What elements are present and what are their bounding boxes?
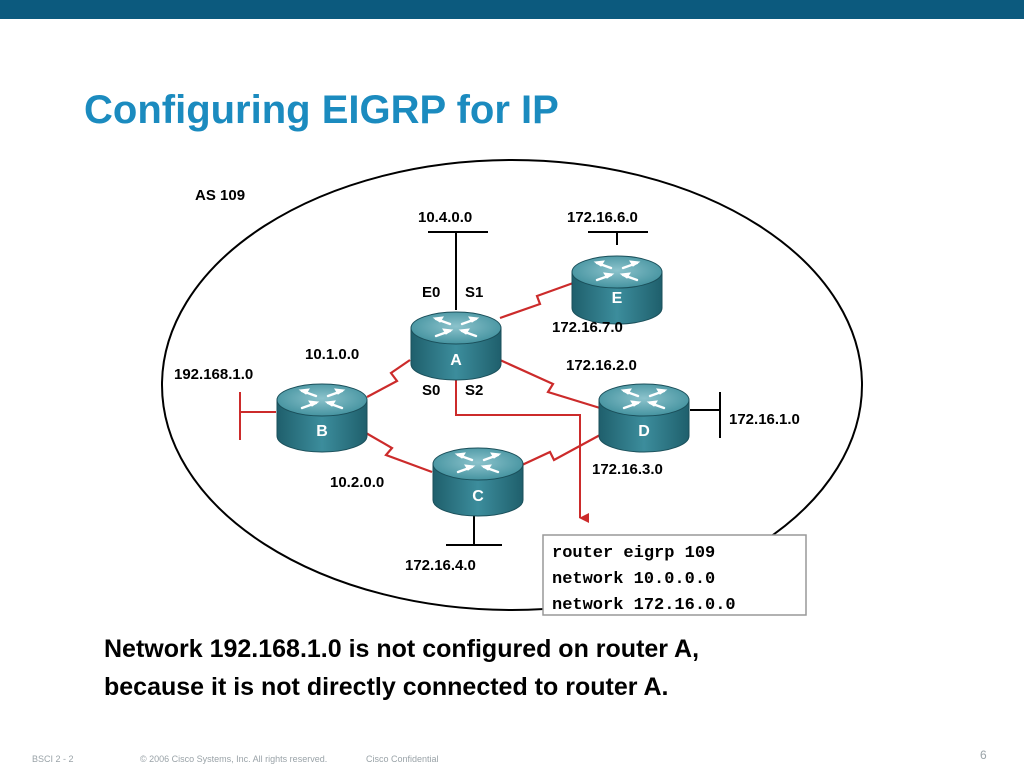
footer-confidential: Cisco Confidential bbox=[366, 754, 439, 764]
as-boundary bbox=[161, 159, 863, 611]
router-e: E bbox=[570, 254, 664, 326]
caption-line-1: Network 192.168.1.0 is not configured on… bbox=[104, 635, 700, 663]
ethernet-172-16-6-segment bbox=[588, 231, 648, 245]
config-line-1: router eigrp 109 bbox=[552, 544, 715, 563]
ethernet-10-4-segment bbox=[428, 231, 488, 310]
as-label: AS 109 bbox=[195, 187, 245, 204]
interface-label-s2: S2 bbox=[465, 382, 483, 399]
network-label-172-16-6-0: 172.16.6.0 bbox=[567, 209, 638, 226]
slide-title: Configuring EIGRP for IP bbox=[84, 88, 559, 132]
footer-course: BSCI 2 - 2 bbox=[32, 754, 74, 764]
footer-copyright: © 2006 Cisco Systems, Inc. All rights re… bbox=[140, 754, 328, 764]
config-line-2: network 10.0.0.0 bbox=[552, 570, 715, 589]
network-label-172-16-7-0: 172.16.7.0 bbox=[552, 319, 623, 336]
network-label-192-168-1-0: 192.168.1.0 bbox=[174, 366, 253, 383]
link-a-e bbox=[499, 280, 577, 320]
page-number: 6 bbox=[980, 748, 987, 762]
link-b-c bbox=[365, 432, 433, 474]
router-c: C bbox=[431, 446, 525, 518]
router-b: B bbox=[275, 382, 369, 454]
router-config-box: router eigrp 109 network 10.0.0.0 networ… bbox=[542, 534, 807, 616]
config-line-3: network 172.16.0.0 bbox=[552, 596, 736, 615]
network-label-10-2-0-0: 10.2.0.0 bbox=[330, 474, 384, 491]
link-a-b bbox=[366, 359, 411, 398]
link-a-d bbox=[499, 358, 601, 410]
interface-label-e0: E0 bbox=[422, 284, 440, 301]
top-bar bbox=[0, 0, 1024, 19]
caption-line-2: because it is not directly connected to … bbox=[104, 673, 669, 701]
network-label-172-16-3-0: 172.16.3.0 bbox=[592, 461, 663, 478]
config-pointer-arrow bbox=[455, 376, 589, 523]
link-c-d bbox=[521, 434, 601, 466]
network-label-10-1-0-0: 10.1.0.0 bbox=[305, 346, 359, 363]
router-e-label: E bbox=[612, 290, 623, 307]
router-b-label: B bbox=[316, 423, 328, 440]
network-label-172-16-1-0: 172.16.1.0 bbox=[729, 411, 800, 428]
slide-caption: Network 192.168.1.0 is not configured on… bbox=[104, 630, 699, 706]
network-label-172-16-4-0: 172.16.4.0 bbox=[405, 557, 476, 574]
router-d-label: D bbox=[638, 423, 650, 440]
network-label-10-4-0-0: 10.4.0.0 bbox=[418, 209, 472, 226]
interface-label-s1: S1 bbox=[465, 284, 483, 301]
ethernet-172-16-1-segment bbox=[690, 392, 721, 438]
router-a: A bbox=[409, 310, 503, 382]
router-c-label: C bbox=[472, 488, 484, 505]
interface-label-s0: S0 bbox=[422, 382, 440, 399]
router-d: D bbox=[597, 382, 691, 454]
router-a-label: A bbox=[450, 352, 462, 369]
ethernet-192-168-1-segment bbox=[239, 392, 276, 440]
network-label-172-16-2-0: 172.16.2.0 bbox=[566, 357, 637, 374]
